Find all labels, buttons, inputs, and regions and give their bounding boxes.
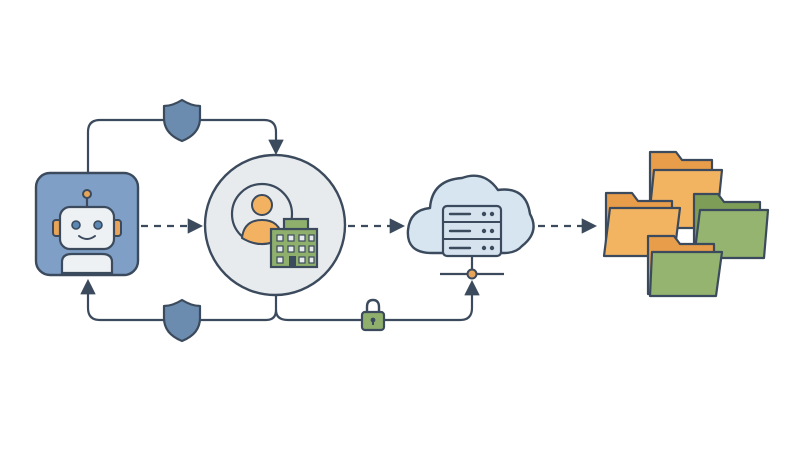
lock-icon xyxy=(360,298,386,332)
building-icon xyxy=(269,217,319,269)
folder-icon xyxy=(646,234,724,298)
cloud-server-icon xyxy=(406,174,535,280)
user-building-icon xyxy=(203,153,347,297)
connector-user-to-server-bottom xyxy=(274,279,480,322)
shield-icon xyxy=(162,298,202,343)
shield-icon xyxy=(162,98,202,143)
robot-icon xyxy=(34,171,140,277)
folders-icon xyxy=(602,150,770,298)
